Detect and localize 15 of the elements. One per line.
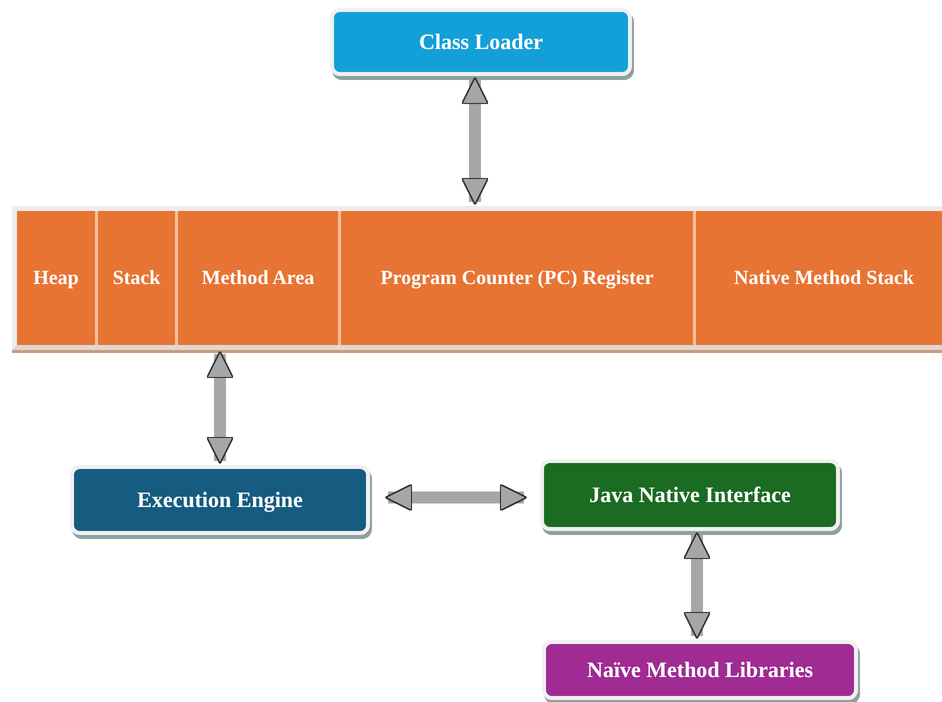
process-box	[542, 640, 858, 700]
node-label: Class Loader	[418, 29, 544, 55]
node-label: Heap	[33, 266, 79, 290]
node-label: Program Counter (PC) Register	[380, 266, 654, 290]
memory-area-band	[12, 206, 942, 350]
node-label: Java Native Interface	[589, 482, 791, 508]
double-arrow	[384, 484, 528, 512]
node-label: Native Method Stack	[734, 266, 914, 290]
node-label: Execution Engine	[137, 487, 303, 513]
double-arrow	[461, 76, 489, 206]
double-arrow	[206, 350, 234, 464]
node-label: Method Area	[202, 266, 314, 290]
node-label: Stack	[112, 266, 160, 290]
double-arrow	[683, 532, 711, 640]
node-label: Naïve Method Libraries	[586, 657, 814, 683]
